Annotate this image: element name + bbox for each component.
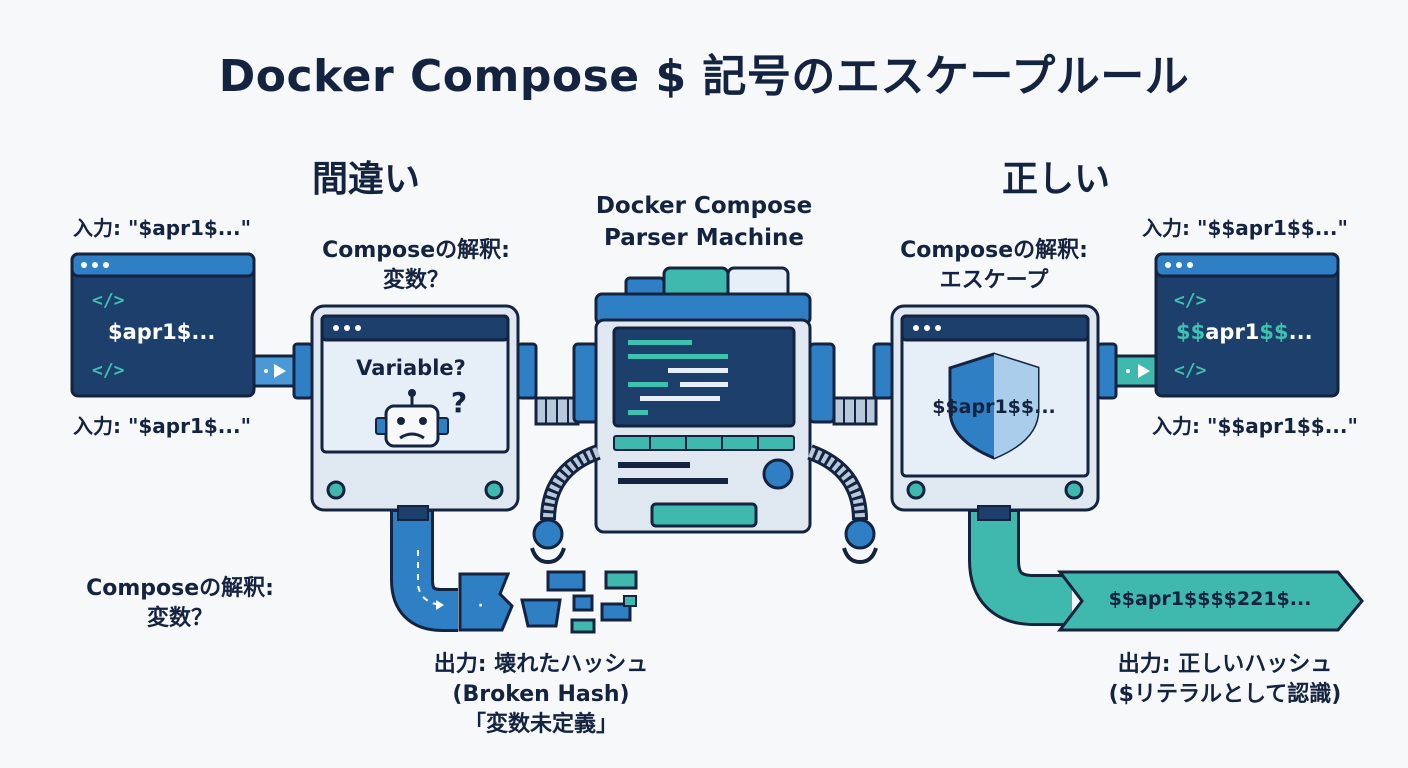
right-input-code-suffix: $$ xyxy=(1259,320,1289,344)
code-icon: </> xyxy=(1174,290,1207,311)
code-icon: </> xyxy=(92,290,125,311)
wrong-input-label-top: 入力: "$apr1$..." xyxy=(72,216,252,240)
wrong-output-line3: 「変数未定義」 xyxy=(463,712,618,737)
wrong-machine xyxy=(310,304,538,512)
wrong-interp-label: Composeの解釈: 変数？ xyxy=(296,236,536,296)
right-input-code: $$apr1$$... xyxy=(1176,320,1313,344)
wrong-interp2-line1: Composeの解釈: xyxy=(86,576,274,601)
code-icon: </> xyxy=(1174,360,1207,381)
right-output-line1: 出力: 正しいハッシュ xyxy=(1117,652,1333,677)
right-screen-text: $$apr1$$... xyxy=(932,396,1056,418)
right-input-code-prefix: $$ xyxy=(1176,320,1206,344)
arrow-icon xyxy=(1138,364,1150,378)
right-output-line2: ($リテラルとして認識) xyxy=(1108,682,1342,707)
wrong-input-code: $apr1$... xyxy=(108,320,216,344)
machine-label-line2: Parser Machine xyxy=(603,225,804,251)
right-input-code-mid: apr1 xyxy=(1205,320,1260,344)
wrong-input-label-bottom: 入力: "$apr1$..." xyxy=(72,414,252,438)
wrong-parser-link xyxy=(534,396,580,426)
arrow-icon xyxy=(274,364,286,378)
wrong-output-label: 出力: 壊れたハッシュ (Broken Hash) 「変数未定義」 xyxy=(416,650,666,740)
right-input-connector xyxy=(1114,354,1158,388)
right-interp-line1: Composeの解釈: xyxy=(900,238,1088,263)
right-input-label-bottom: 入力: "$$apr1$$..." xyxy=(1152,414,1358,438)
right-input-code-end: ... xyxy=(1288,320,1313,344)
parser-machine xyxy=(530,266,878,565)
wrong-output-line1: 出力: 壊れたハッシュ xyxy=(433,652,649,677)
right-output-banner: $$apr1$$$$221$... xyxy=(1108,588,1312,610)
right-input-label-top: 入力: "$$apr1$$..." xyxy=(1142,216,1348,240)
wrong-interp2-line2: 変数？ xyxy=(146,606,213,631)
wrong-interp-label-2: Composeの解釈: 変数？ xyxy=(60,574,300,634)
code-icon: </> xyxy=(92,360,125,381)
right-output-pipe xyxy=(968,505,1364,632)
right-output-label: 出力: 正しいハッシュ ($リテラルとして認識) xyxy=(1090,650,1360,710)
right-interp-line2: エスケープ xyxy=(939,268,1049,293)
right-input-terminal: </> </> xyxy=(1154,252,1340,398)
question-mark-icon: ? xyxy=(450,386,468,419)
wrong-heading: 間違い xyxy=(311,159,420,200)
wrong-output-line2: (Broken Hash) xyxy=(452,682,630,707)
robot-icon xyxy=(375,389,449,448)
machine-label-line1: Docker Compose xyxy=(595,193,813,219)
wrong-screen-text: Variable? xyxy=(356,356,466,380)
page-title: Docker Compose $ 記号のエスケープルール xyxy=(218,51,1190,102)
right-heading: 正しい xyxy=(1001,159,1110,200)
wrong-input-terminal: </> </> xyxy=(70,252,256,398)
parser-right-link xyxy=(832,342,894,426)
wrong-output-pipe: · xyxy=(390,505,638,634)
wrong-interp-line1: Composeの解釈: xyxy=(322,238,510,263)
right-machine xyxy=(890,304,1118,512)
svg-text:·: · xyxy=(478,598,483,614)
machine-label: Docker Compose Parser Machine xyxy=(574,190,834,254)
wrong-interp-line2: 変数？ xyxy=(382,268,449,293)
right-interp-label: Composeの解釈: エスケープ xyxy=(876,236,1112,296)
wrong-input-connector xyxy=(252,342,314,400)
shield-icon xyxy=(948,352,1040,460)
